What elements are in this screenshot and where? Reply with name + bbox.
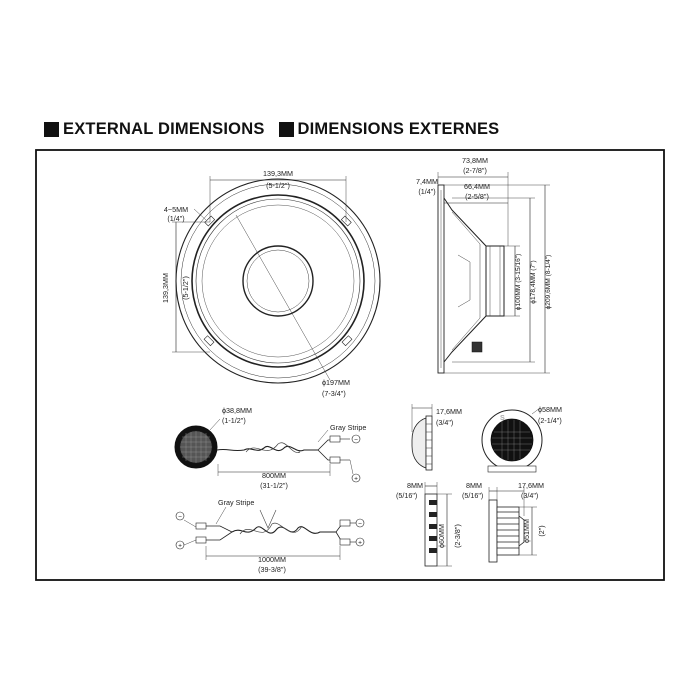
woofer-surround-inner xyxy=(195,198,361,364)
flush-depth-mm-label: 17,6MM xyxy=(518,481,544,490)
svg-text:+: + xyxy=(178,543,182,550)
tweeter-side-view: 17,6MM (3/4") xyxy=(411,404,462,471)
woofer-front-view: 139,3MM (5-1/2") 139,3MM (5-1/2") 4~5MM … xyxy=(161,169,381,398)
tweeter-front-view: S ϕ58MM (2-1/4") xyxy=(481,405,562,473)
tweeter-cable xyxy=(216,445,318,452)
mounting-tab xyxy=(203,335,215,347)
cutout-dia-label: ϕ178,4MM (7") xyxy=(530,260,537,303)
terminal-minus-icon xyxy=(351,434,361,444)
header-english: EXTERNAL DIMENSIONS xyxy=(44,120,265,139)
tweeter-cable-diagram: − + ϕ38,8MM (1-1/2") Gray Stripe 800MM (… xyxy=(174,406,366,490)
cable-length-in-label: (31-1/2") xyxy=(260,481,288,490)
cable-length-mm-label: 1000MM xyxy=(258,555,286,564)
header-square-icon xyxy=(44,121,59,137)
woofer-flange-ring xyxy=(180,183,376,379)
drawing-frame xyxy=(35,149,665,581)
connector-bottom xyxy=(339,538,351,546)
flush-depth-in-label: (3/4") xyxy=(521,491,538,500)
flange-in-label: (1/4") xyxy=(418,187,435,196)
flush-dia-in-label: (2") xyxy=(537,525,546,536)
diameter-mm-label: ϕ197MM xyxy=(322,378,350,387)
magnet-dia-label: ϕ100MM (3-15/16") xyxy=(515,254,522,311)
gray-stripe-label: Gray Stripe xyxy=(218,498,254,507)
svg-text:−: − xyxy=(178,514,182,521)
ring-thickness-mm-label: 8MM xyxy=(407,481,423,490)
height-mm-label: 139,3MM xyxy=(161,273,170,303)
flush-thickness-in-label: (5/16") xyxy=(462,491,483,500)
flush-mount-flange xyxy=(488,499,498,563)
hole-in-label: (1/4") xyxy=(167,214,184,223)
connector-top xyxy=(329,435,341,443)
terminal-plus-icon xyxy=(351,473,361,483)
grille-mesh xyxy=(180,431,212,463)
mounting-tab xyxy=(204,215,216,227)
ring-dia-mm-label: ϕ60MM xyxy=(437,524,446,548)
header-title-french: DIMENSIONS EXTERNES xyxy=(297,119,500,138)
crossover-cable-diagram: − + − + Gray Stripe 1000MM (39-3/8") xyxy=(175,498,365,574)
svg-text:S: S xyxy=(500,413,505,422)
crossover-cable xyxy=(231,526,336,534)
outer-dia-label: ϕ209,6MM (8-1/4") xyxy=(545,255,552,310)
svg-text:+: + xyxy=(358,540,362,547)
tweeter-dia-mm-label: ϕ38,8MM xyxy=(222,406,252,415)
svg-text:+: + xyxy=(354,476,358,483)
header-french: DIMENSIONS EXTERNES xyxy=(278,119,500,139)
terminal-minus-icon xyxy=(355,518,365,528)
flush-mount-view: 8MM (5/16") 17,6MM (3/4") ϕ51MM (2") xyxy=(462,481,546,563)
depth-mm-label: 73,8MM xyxy=(462,156,488,165)
connector-bottom xyxy=(195,536,207,544)
flush-dia-mm-label: ϕ51MM xyxy=(522,519,531,543)
width-in-label: (5-1/2") xyxy=(266,181,290,190)
tweeter-front-grille xyxy=(490,418,534,462)
terminal-minus-icon xyxy=(175,511,185,521)
tweeter-dia-in-label: (1-1/2") xyxy=(222,416,246,425)
flange-mm-label: 7,4MM xyxy=(416,177,438,186)
tweeter-depth-mm-label: 17,6MM xyxy=(436,407,462,416)
cable-length-in-label: (39-3/8") xyxy=(258,565,286,574)
mount-depth-in-label: (2-5/8") xyxy=(465,192,489,201)
mounting-ring-view: 8MM (5/16") ϕ60MM (2-3/8") xyxy=(396,481,462,567)
woofer-dust-cap-inner xyxy=(246,249,310,313)
mounting-tab xyxy=(341,335,353,347)
mount-depth-mm-label: 66,4MM xyxy=(464,182,490,191)
woofer-outer-basket xyxy=(175,178,381,384)
height-in-label: (5-1/2") xyxy=(181,276,190,300)
woofer-side-view: 73,8MM (2-7/8") 66,4MM (2-5/8") 7,4MM (1… xyxy=(416,156,552,374)
woofer-cone-edge xyxy=(201,204,355,358)
woofer-dust-cap-outer xyxy=(242,245,314,317)
woofer-surround-outer xyxy=(191,194,365,368)
ring-thickness-in-label: (5/16") xyxy=(396,491,417,500)
flush-mount-body xyxy=(496,506,520,556)
terminal-plus-icon xyxy=(355,537,365,547)
connector-top xyxy=(195,522,207,530)
cable-length-mm-label: 800MM xyxy=(262,471,286,480)
width-mm-label: 139,3MM xyxy=(263,169,293,178)
mounting-tab xyxy=(340,215,352,227)
header-square-icon xyxy=(278,121,294,137)
connector-bottom xyxy=(329,456,341,464)
gray-stripe-label: Gray Stripe xyxy=(330,423,366,432)
tweeter-front-dia-mm-label: ϕ58MM xyxy=(538,405,562,414)
tweeter-side-dome xyxy=(411,417,427,469)
diameter-leader-line xyxy=(235,214,331,381)
diameter-in-label: (7-3/4") xyxy=(322,389,346,398)
tweeter-depth-in-label: (3/4") xyxy=(436,418,453,427)
side-magnet xyxy=(485,245,505,317)
connector-top xyxy=(339,519,351,527)
section-header: EXTERNAL DIMENSIONS DIMENSIONS EXTERNES xyxy=(44,117,513,141)
side-basket xyxy=(443,197,487,363)
tweeter-front-dia-in-label: (2-1/4") xyxy=(538,416,562,425)
depth-in-label: (2-7/8") xyxy=(463,166,487,175)
flush-thickness-mm-label: 8MM xyxy=(466,481,482,490)
svg-text:−: − xyxy=(354,437,358,444)
header-title-english: EXTERNAL DIMENSIONS xyxy=(63,119,265,138)
hole-mm-label: 4~5MM xyxy=(164,205,188,214)
side-terminal xyxy=(471,341,483,353)
svg-text:−: − xyxy=(358,521,362,528)
ring-dia-in-label: (2-3/8") xyxy=(453,524,462,548)
